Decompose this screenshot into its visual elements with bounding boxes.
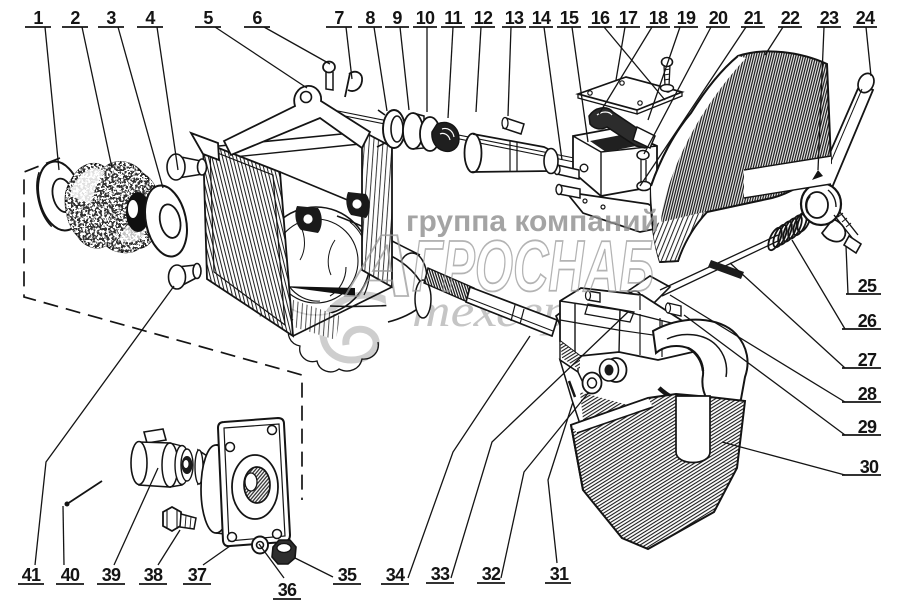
svg-text:41: 41 — [22, 565, 41, 585]
svg-text:1: 1 — [33, 8, 43, 28]
svg-text:9: 9 — [392, 8, 402, 28]
svg-text:40: 40 — [61, 565, 80, 585]
svg-text:29: 29 — [858, 417, 877, 437]
svg-text:группа компаний: группа компаний — [406, 205, 659, 238]
svg-text:4: 4 — [145, 8, 155, 28]
svg-text:35: 35 — [338, 565, 357, 585]
svg-text:28: 28 — [858, 384, 877, 404]
svg-text:32: 32 — [482, 564, 501, 584]
svg-text:34: 34 — [386, 565, 405, 585]
svg-text:38: 38 — [144, 565, 163, 585]
svg-text:25: 25 — [858, 276, 877, 296]
svg-text:26: 26 — [858, 311, 877, 331]
svg-text:27: 27 — [858, 350, 877, 370]
svg-text:21: 21 — [744, 8, 763, 28]
svg-text:23: 23 — [820, 8, 839, 28]
svg-text:19: 19 — [677, 8, 696, 28]
svg-text:20: 20 — [709, 8, 728, 28]
svg-text:ГРОСНАБ: ГРОСНАБ — [412, 227, 654, 307]
svg-text:7: 7 — [334, 8, 344, 28]
svg-text:24: 24 — [856, 8, 875, 28]
svg-text:5: 5 — [203, 8, 213, 28]
svg-text:14: 14 — [532, 8, 551, 28]
svg-text:31: 31 — [550, 564, 569, 584]
svg-text:17: 17 — [619, 8, 638, 28]
svg-text:13: 13 — [505, 8, 524, 28]
svg-text:10: 10 — [416, 8, 435, 28]
svg-text:18: 18 — [649, 8, 668, 28]
svg-text:3: 3 — [106, 8, 116, 28]
svg-text:А: А — [345, 216, 415, 315]
svg-text:11: 11 — [444, 8, 462, 28]
svg-text:8: 8 — [365, 8, 375, 28]
svg-text:33: 33 — [431, 564, 450, 584]
svg-text:30: 30 — [860, 457, 879, 477]
svg-text:2: 2 — [70, 8, 80, 28]
svg-text:36: 36 — [278, 580, 297, 600]
svg-text:6: 6 — [252, 8, 262, 28]
svg-text:16: 16 — [591, 8, 610, 28]
svg-text:15: 15 — [560, 8, 579, 28]
svg-text:22: 22 — [781, 8, 800, 28]
svg-text:37: 37 — [188, 565, 207, 585]
svg-text:39: 39 — [102, 565, 121, 585]
svg-text:12: 12 — [474, 8, 493, 28]
